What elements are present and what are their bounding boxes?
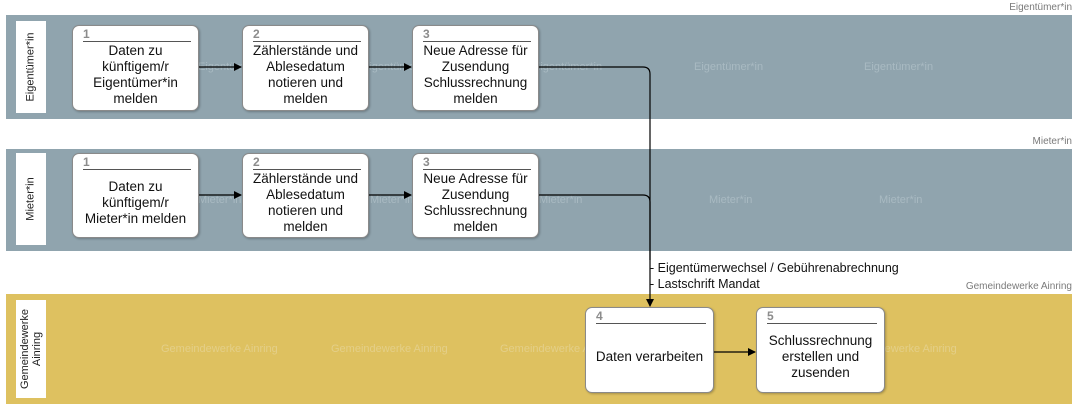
- step-g5-schlussrechnung[interactable]: 5 Schlussrechnung erstellen und zusenden: [756, 307, 885, 393]
- step-m2-zaehlerstaende[interactable]: 2 Zählerstände und Ablesedatum notieren …: [242, 153, 369, 238]
- step-e2-zaehlerstaende[interactable]: 2 Zählerstände und Ablesedatum notieren …: [242, 25, 369, 111]
- watermark: Gemeindewerke Ainring: [161, 343, 278, 355]
- step-e1-daten-melden[interactable]: 1 Daten zu künftigem/r Eigentümer*in mel…: [72, 25, 199, 111]
- step-g4-daten-verarbeiten[interactable]: 4 Daten verarbeiten: [585, 307, 714, 393]
- step-text: Daten verarbeiten: [595, 349, 704, 364]
- step-number: 3: [423, 27, 430, 41]
- step-m3-neue-adresse[interactable]: 3 Neue Adresse für Zusendung Schlussrech…: [412, 153, 539, 238]
- step-divider: [596, 323, 706, 324]
- step-number: 1: [83, 27, 90, 41]
- step-divider: [253, 41, 361, 42]
- step-divider: [423, 169, 531, 170]
- lane-label-mieter: Mieter*in: [16, 153, 46, 245]
- watermark: Eigentümer*in: [864, 61, 934, 73]
- watermark: Mieter*in: [198, 194, 242, 206]
- watermark: Gemeindewerke Ainring: [331, 343, 448, 355]
- watermark: Mieter*in: [539, 194, 583, 206]
- step-number: 4: [596, 309, 603, 323]
- step-text: Zählerstände und Ablesedatum notieren un…: [252, 170, 359, 234]
- lane-title-eigentuemer: Eigentümer*in: [1009, 2, 1072, 13]
- step-divider: [83, 169, 191, 170]
- lane-title-gemeinde: Gemeindewerke Ainring: [965, 281, 1072, 292]
- connector-note-2: - Lastschrift Mandat: [650, 277, 760, 291]
- watermark: Mieter*in: [370, 194, 414, 206]
- watermark: Eigentümer*in: [694, 61, 764, 73]
- step-number: 2: [253, 155, 260, 169]
- step-text: Daten zu künftigem/r Mieter*in melden: [84, 178, 187, 226]
- arrow-e3-g4: [539, 66, 654, 307]
- lane-gemeinde: Gemeindewerke Ainring Gemeindewerke Ainr…: [6, 294, 1072, 404]
- step-m1-daten-melden[interactable]: 1 Daten zu künftigem/r Mieter*in melden: [72, 153, 199, 238]
- step-divider: [767, 323, 877, 324]
- connector-note-1: - Eigentümerwechsel / Gebührenabrechnung: [650, 261, 899, 275]
- step-number: 5: [767, 309, 774, 323]
- step-divider: [423, 41, 531, 42]
- step-number: 1: [83, 155, 90, 169]
- lane-label-eigentuemer: Eigentümer*in: [16, 21, 46, 113]
- step-number: 3: [423, 155, 430, 169]
- step-divider: [83, 41, 191, 42]
- step-text: Schlussrechnung erstellen und zusenden: [768, 333, 873, 380]
- step-e3-neue-adresse[interactable]: 3 Neue Adresse für Zusendung Schlussrech…: [412, 25, 539, 111]
- step-text: Neue Adresse für Zusendung Schlussrechnu…: [423, 170, 528, 234]
- watermark: Mieter*in: [709, 194, 753, 206]
- step-text: Zählerstände und Ablesedatum notieren un…: [252, 43, 359, 106]
- lane-title-mieter: Mieter*in: [1032, 136, 1072, 147]
- step-divider: [253, 169, 361, 170]
- step-text: Neue Adresse für Zusendung Schlussrechnu…: [423, 43, 528, 106]
- watermark: Mieter*in: [879, 194, 923, 206]
- arrow-m3-g4: [539, 194, 651, 260]
- lane-label-gemeinde: Gemeindewerke Ainring: [16, 300, 46, 398]
- step-number: 2: [253, 27, 260, 41]
- step-text: Daten zu künftigem/r Eigentümer*in melde…: [93, 43, 178, 106]
